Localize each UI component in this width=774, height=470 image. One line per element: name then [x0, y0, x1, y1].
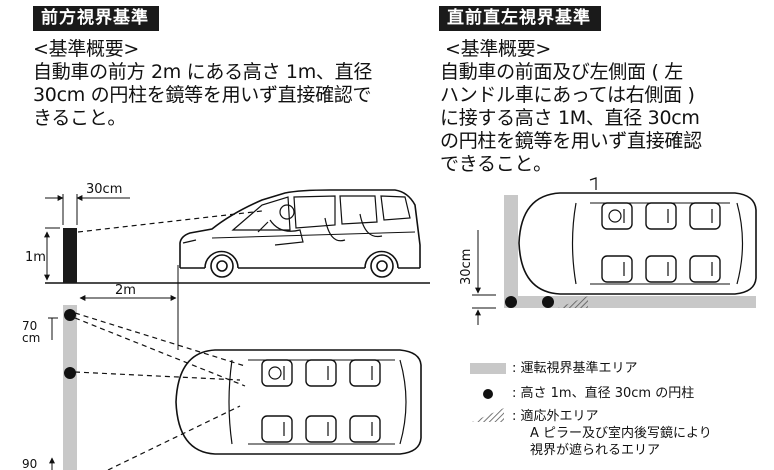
- pillar-side-view: [63, 228, 77, 283]
- legend-zone-swatch: [470, 363, 506, 374]
- left-top-view: 70 cm 90: [22, 305, 422, 470]
- left-title-tag: 前方視界基準: [33, 6, 159, 31]
- label-30cm-right: 30cm: [459, 249, 474, 285]
- visibility-zone-front: [63, 305, 77, 470]
- pillar-top-view-1: [64, 309, 76, 321]
- right-text-line-4: の円柱を鏡等を用いず直接確認: [440, 130, 702, 152]
- pillar-right-2: [542, 296, 554, 308]
- car-top-view-left: [518, 177, 757, 295]
- legend-excluded-label: : 適応外エリア: [512, 409, 599, 424]
- left-heading: <基準概要>: [33, 38, 140, 60]
- label-1m-height: 1m: [25, 250, 46, 265]
- label-2m-distance: 2m: [115, 283, 136, 298]
- car-top-view-front: [175, 349, 422, 455]
- left-text-line-1: 自動車の前方 2m にある高さ 1m、直径: [33, 61, 373, 83]
- label-70: 70: [22, 319, 37, 333]
- legend-pillar-label: : 高さ 1m、直径 30cm の円柱: [512, 386, 695, 401]
- left-side-view: 30cm 1m 2m: [25, 182, 430, 310]
- legend-excluded-desc-2: 視界が遮られるエリア: [530, 443, 661, 458]
- visibility-zone-front-bottom: [504, 296, 756, 308]
- left-text-line-3: きること。: [33, 107, 127, 129]
- legend-excluded-swatch: [472, 408, 504, 422]
- label-70-cm: cm: [22, 331, 40, 345]
- car-side-view: [179, 189, 421, 278]
- right-text-line-5: できること。: [440, 153, 552, 175]
- pillar-top-view-2: [64, 367, 76, 379]
- right-top-view: 30cm: [459, 177, 757, 325]
- legend: [470, 363, 506, 422]
- excluded-area-top-view: [558, 296, 588, 308]
- right-title-tag: 直前直左視界基準: [439, 6, 601, 31]
- pillar-right-1: [505, 296, 517, 308]
- right-text-line-2: ハンドル車にあっては右側面 ): [440, 84, 695, 106]
- right-heading: <基準概要>: [445, 38, 552, 60]
- right-text-line-3: に接する高さ 1M、直径 30cm: [440, 107, 700, 129]
- legend-zone-label: : 運転視界基準エリア: [512, 361, 638, 376]
- label-30cm-width: 30cm: [86, 182, 122, 197]
- legend-excluded-desc-1: A ピラー及び室内後写鏡により: [530, 426, 712, 441]
- label-90: 90: [22, 457, 37, 470]
- visibility-zone-left-side: [504, 195, 518, 308]
- left-text-line-2: 30cm の円柱を鏡等を用いず直接確認で: [33, 84, 372, 106]
- legend-pillar-swatch: [483, 389, 493, 399]
- right-text-line-1: 自動車の前面及び左側面 ( 左: [440, 61, 683, 83]
